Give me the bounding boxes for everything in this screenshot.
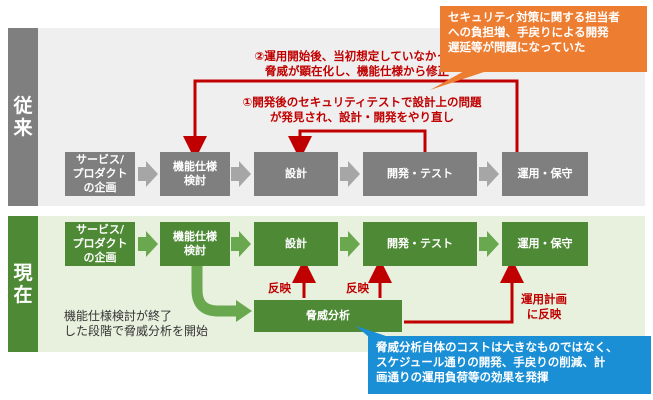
start-threat-arrow xyxy=(191,265,238,317)
legacy-label: 従 来 xyxy=(8,28,38,206)
current-step-spec: 機能仕様 検討 xyxy=(160,222,230,266)
current-step-design: 設計 xyxy=(254,222,338,266)
current-chevron xyxy=(231,231,251,257)
current-step-dev-test: 開発・テスト xyxy=(363,222,477,266)
current-chevron xyxy=(479,231,499,257)
reflect-label-dev: 反映 xyxy=(346,281,369,295)
current-chevron xyxy=(138,231,158,257)
legacy-note-2: ②運用開始後、当初想定していなかった 脅威が顕在化し、機能仕様から修正 xyxy=(254,49,460,78)
ops-reflect-arrow xyxy=(404,259,524,324)
legacy-step-planning: サービス/ プロダクト の企画 xyxy=(65,152,135,196)
threat-analysis-box: 脅威分析 xyxy=(254,300,402,332)
current-label: 現 在 xyxy=(8,216,38,352)
legacy-step-dev-test: 開発・テスト xyxy=(363,152,477,196)
legacy-chevron xyxy=(340,161,360,187)
legacy-step-design: 設計 xyxy=(254,152,338,196)
current-callout: 脅威分析自体のコストは大きなものではなく、 スケジュール通りの開発、手戻りの削減… xyxy=(368,336,651,394)
current-chevron xyxy=(340,231,360,257)
legacy-callout: セキュリティ対策に関する担当者 への負担増、手戻りによる開発 遅延等が問題になっ… xyxy=(440,6,647,72)
threat-start-note: 機能仕様検討が終了 した段階で脅威分析を開始 xyxy=(64,309,209,338)
ops-reflect-label: 運用計画 に反映 xyxy=(521,292,567,321)
loop-arrow-2 xyxy=(183,79,519,160)
current-step-ops: 運用・保守 xyxy=(502,222,588,266)
legacy-note-1: ①開発後のセキュリティテストで設計上の問題 が発見され、設計・開発をやり直し xyxy=(212,95,512,125)
current-step-planning: サービス/ プロダクト の企画 xyxy=(65,222,135,266)
legacy-chevron xyxy=(479,161,499,187)
legacy-chevron xyxy=(138,161,158,187)
loop-arrow-1 xyxy=(288,129,427,160)
legacy-step-spec: 機能仕様 検討 xyxy=(160,152,230,196)
legacy-chevron xyxy=(231,161,251,187)
reflect-label-design: 反映 xyxy=(268,281,291,295)
legacy-step-ops: 運用・保守 xyxy=(502,152,588,196)
